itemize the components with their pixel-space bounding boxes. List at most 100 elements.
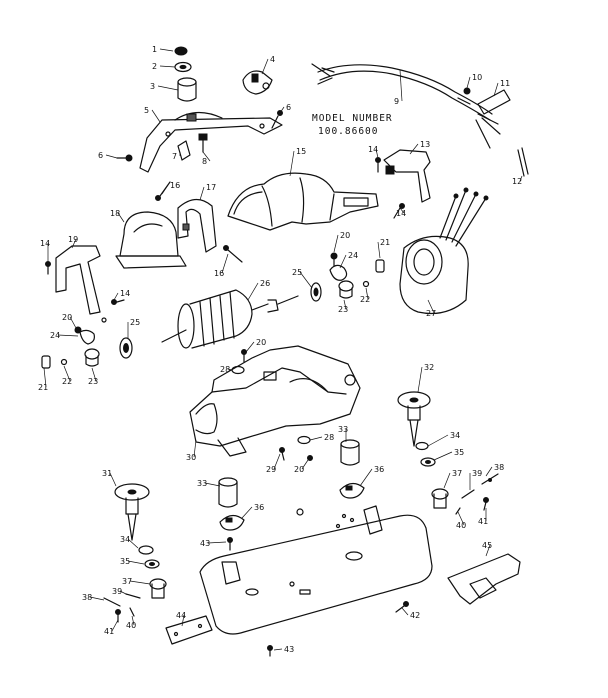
- callout-leader: [333, 234, 339, 253]
- callout-leader: [181, 614, 185, 627]
- part-nut-7: [177, 140, 191, 161]
- part-washer-34a: [415, 441, 429, 451]
- callout-number: 14: [40, 239, 50, 248]
- callout-leader: [57, 334, 79, 337]
- part-bushing-3: [177, 77, 197, 102]
- part-screw-41a: [483, 497, 489, 511]
- part-eccentric-36b: [219, 514, 245, 531]
- callout-number: 39: [472, 469, 482, 478]
- callout-leader: [105, 154, 118, 159]
- part-screw-14d: [393, 203, 405, 219]
- callout-leader: [207, 541, 227, 544]
- callout-leader: [343, 299, 347, 310]
- callout-leader: [279, 106, 285, 114]
- callout-number: 10: [472, 73, 482, 82]
- callout-leader: [71, 238, 77, 249]
- part-screw-41b: [115, 609, 121, 623]
- cord-wires: [475, 113, 501, 149]
- callout-leader: [485, 544, 491, 557]
- callout-number: 27: [426, 309, 436, 318]
- part-screw-43a: [227, 537, 233, 551]
- part-nut-28b: [297, 435, 311, 445]
- part-screw-14a: [45, 261, 51, 275]
- part-pin-40b: [129, 607, 135, 617]
- part-screw-8: [198, 133, 208, 153]
- part-eccentric-36a: [339, 482, 365, 499]
- callout-number: 20: [294, 465, 304, 474]
- callout-number: 23: [88, 377, 98, 386]
- callout-leader: [399, 207, 405, 214]
- part-gear-37b: [149, 578, 167, 599]
- callout-leader: [289, 150, 295, 177]
- part-washer-35a: [420, 457, 436, 467]
- callout-leader: [161, 184, 169, 195]
- callout-number: 41: [478, 517, 488, 526]
- callout-leader: [109, 472, 117, 487]
- callout-number: 22: [360, 295, 370, 304]
- callout-number: 35: [120, 557, 130, 566]
- part-gear-shaft-32: [397, 391, 431, 447]
- callout-number: 33: [338, 425, 348, 434]
- callout-number: 6: [286, 103, 291, 112]
- callout-leader: [519, 175, 523, 182]
- callout-number: 14: [396, 209, 406, 218]
- part-spring-24a: [329, 264, 348, 281]
- callout-number: 21: [38, 383, 48, 392]
- part-clip-22a: [362, 280, 370, 288]
- callout-leader: [227, 368, 233, 371]
- callout-leader: [127, 560, 145, 565]
- callout-leader: [433, 451, 453, 461]
- callout-leader: [261, 58, 269, 75]
- callout-number: 38: [82, 593, 92, 602]
- part-guide-45: [447, 553, 521, 605]
- callout-leader: [273, 648, 283, 651]
- callout-leader: [457, 511, 465, 526]
- callout-leader: [273, 453, 281, 470]
- callout-number: 43: [284, 645, 294, 654]
- part-pin-38a: [481, 473, 499, 485]
- part-bracket-17: [177, 198, 217, 253]
- callout-leader: [359, 468, 373, 487]
- callout-number: 34: [120, 535, 130, 544]
- part-screw-43b: [267, 645, 273, 657]
- part-switch-4: [242, 70, 273, 95]
- part-screw-16a: [155, 181, 171, 201]
- callout-leader: [202, 151, 211, 162]
- callout-number: 25: [292, 268, 302, 277]
- callout-number: 4: [270, 55, 275, 64]
- callout-number: 13: [420, 140, 430, 149]
- part-nut-28a: [231, 365, 245, 375]
- part-bracket-5: [139, 111, 283, 173]
- callout-number: 6: [98, 151, 103, 160]
- part-screw-20c: [241, 349, 247, 363]
- part-washer-35b: [144, 559, 160, 569]
- callout-leader: [493, 82, 499, 97]
- callout-number: 19: [68, 235, 78, 244]
- part-pin-38b: [103, 597, 121, 607]
- callout-number: 40: [456, 521, 466, 530]
- callout-number: 20: [62, 313, 72, 322]
- callout-leader: [417, 366, 423, 393]
- callout-number: 44: [176, 611, 186, 620]
- callout-leader: [221, 253, 229, 274]
- callout-number: 39: [112, 587, 122, 596]
- callout-number: 15: [296, 147, 306, 156]
- callout-leader: [159, 48, 174, 52]
- callout-leader: [401, 607, 409, 616]
- callout-number: 2: [152, 62, 157, 71]
- callout-number: 35: [454, 448, 464, 457]
- callout-leader: [159, 65, 176, 68]
- part-cam-33b: [218, 477, 238, 508]
- part-screw-29: [279, 447, 285, 461]
- part-strain-relief-10: [457, 87, 471, 105]
- callout-leader: [43, 367, 47, 388]
- part-washer-34b: [138, 545, 154, 555]
- callout-leader: [301, 459, 309, 470]
- model-number-value: 100.86600: [318, 126, 378, 137]
- callout-number: 33: [197, 479, 207, 488]
- part-pin-39b: [125, 593, 141, 599]
- part-endbell-18: [115, 211, 187, 269]
- part-cap-23a: [338, 280, 354, 299]
